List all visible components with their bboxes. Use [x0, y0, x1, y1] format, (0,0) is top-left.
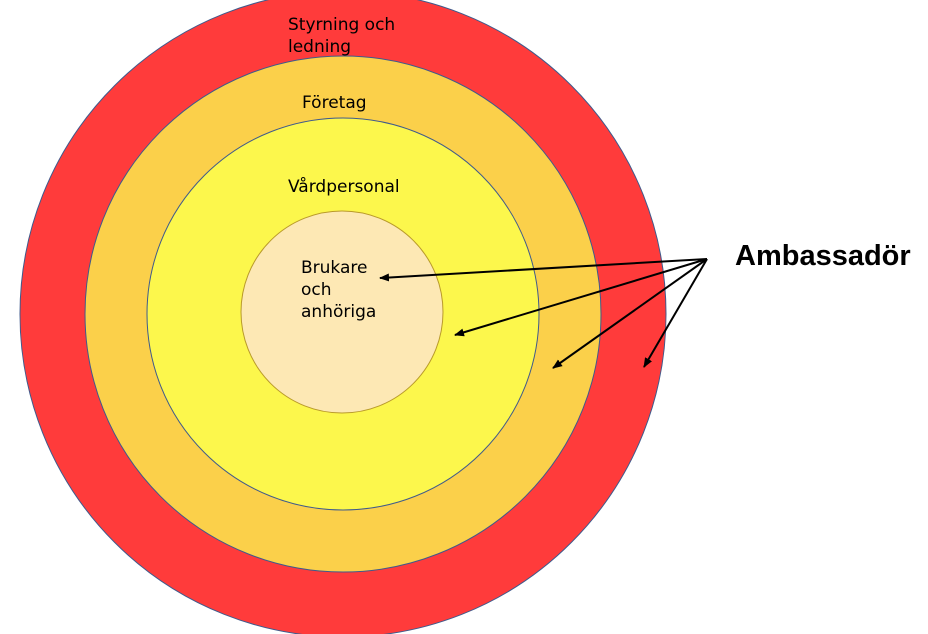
ambassador-label: Ambassadör	[735, 240, 911, 272]
governance-label: Styrning och ledning	[288, 15, 396, 57]
users-relatives-circle	[240, 210, 444, 414]
company-label: Företag	[302, 93, 367, 113]
users-relatives-label: Brukare och anhöriga	[301, 258, 377, 322]
arrow-to-care-staff	[454, 258, 708, 337]
care-staff-label: Vårdpersonal	[288, 177, 400, 197]
arrow-to-company	[552, 258, 708, 369]
arrow-to-governance	[643, 258, 708, 368]
arrow-to-users	[379, 258, 708, 282]
